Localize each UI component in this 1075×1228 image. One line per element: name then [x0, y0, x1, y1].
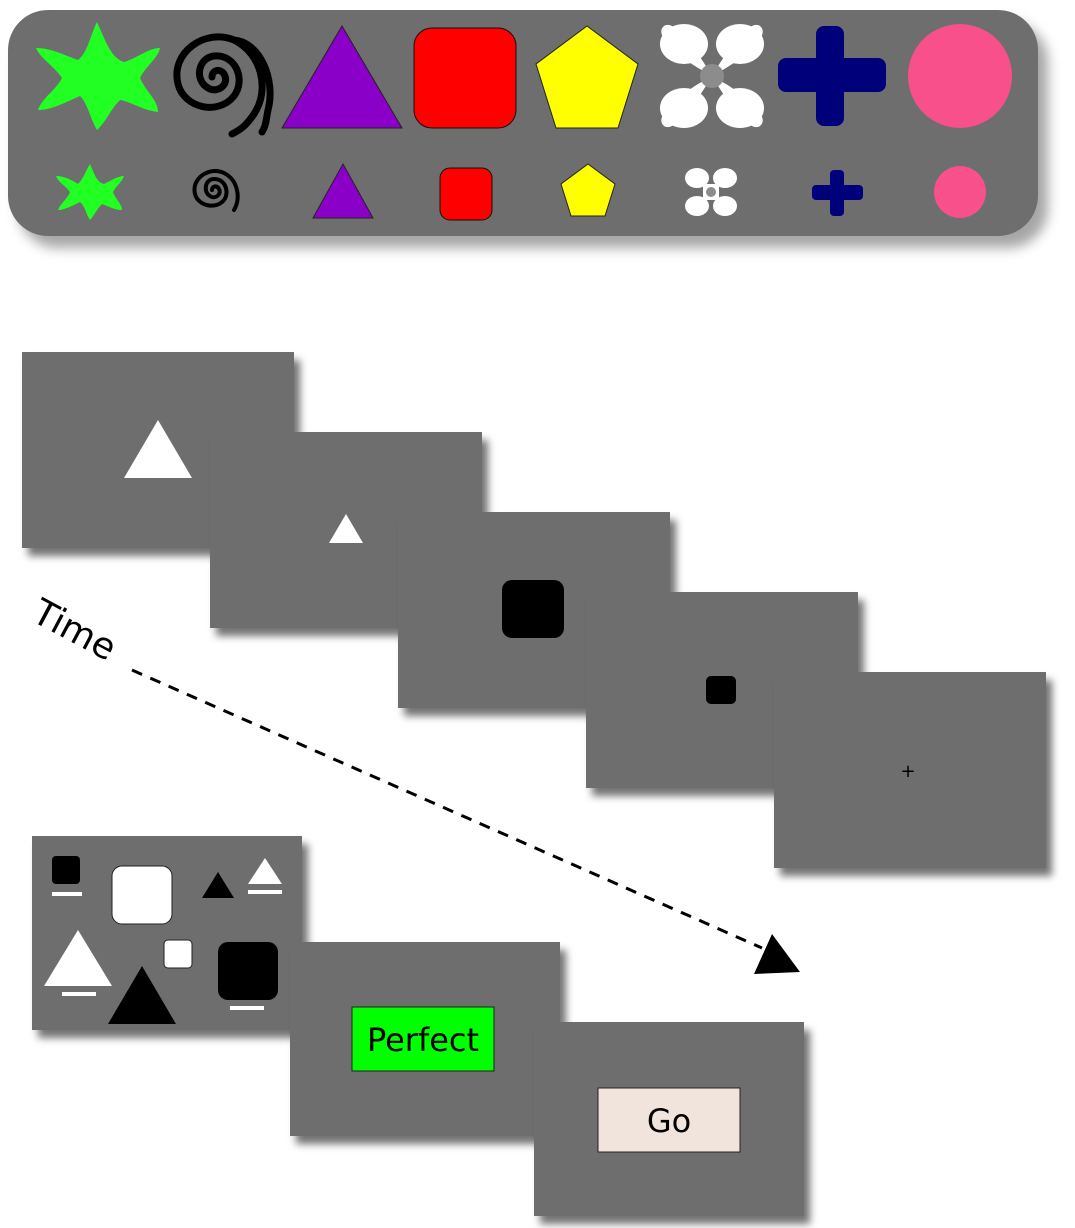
purple-triangle-small-icon	[312, 162, 374, 219]
time-label: Time	[25, 591, 123, 669]
time-arrowhead	[754, 934, 800, 974]
stimulus-sequence: +	[22, 352, 1046, 868]
blue-cross-icon	[778, 26, 886, 126]
green-star-icon	[36, 22, 160, 130]
red-square-icon	[413, 27, 517, 129]
choice-underline	[62, 992, 96, 996]
spiral-icon	[173, 33, 274, 138]
palette-background	[8, 10, 1038, 236]
perfect-label: Perfect	[367, 1021, 479, 1059]
yellow-pentagon-small-icon	[560, 163, 616, 217]
choice-screen	[32, 836, 302, 1030]
choice-small-white-square	[163, 939, 193, 969]
blue-cross-small-icon	[812, 170, 863, 216]
black-square-large	[502, 580, 564, 638]
purple-triangle-icon	[281, 25, 403, 129]
yellow-pentagon-icon	[535, 25, 639, 129]
choice-large-white-square	[111, 865, 173, 925]
white-triangle-large	[124, 420, 192, 478]
palette-small-row	[56, 162, 986, 221]
go-label: Go	[647, 1102, 691, 1140]
choice-underline	[52, 892, 82, 896]
perfect-badge	[351, 1006, 495, 1072]
spiral-small-icon	[192, 169, 240, 212]
black-square-small	[706, 676, 736, 704]
go-screen: Go	[534, 1022, 804, 1216]
green-star-small-icon	[56, 164, 124, 220]
pink-circle-small-icon	[934, 166, 986, 218]
choice-underline	[230, 1006, 264, 1010]
choice-underline	[248, 890, 282, 894]
pink-circle-icon	[908, 24, 1012, 128]
white-flower-small-icon	[685, 168, 737, 216]
feedback-screen: Perfect	[290, 942, 560, 1136]
choice-large-white-triangle	[44, 930, 112, 986]
time-arrow-line	[131, 668, 763, 950]
palette-large-row	[36, 22, 1012, 138]
choice-small-black-triangle	[202, 872, 234, 898]
white-triangle-small	[329, 514, 363, 543]
fixation-cross: +	[900, 761, 915, 782]
stimulus-palette-panel	[8, 10, 1038, 236]
choice-large-black-triangle	[108, 966, 176, 1024]
white-flower-icon	[660, 24, 764, 128]
red-square-small-icon	[439, 167, 493, 221]
choice-small-white-triangle	[248, 858, 282, 884]
response-screens: Perfect Go	[32, 836, 804, 1216]
choice-large-black-square	[218, 942, 278, 1000]
go-button	[597, 1087, 741, 1153]
sequence-frame-5: +	[774, 672, 1046, 868]
choice-small-black-square	[52, 856, 80, 884]
